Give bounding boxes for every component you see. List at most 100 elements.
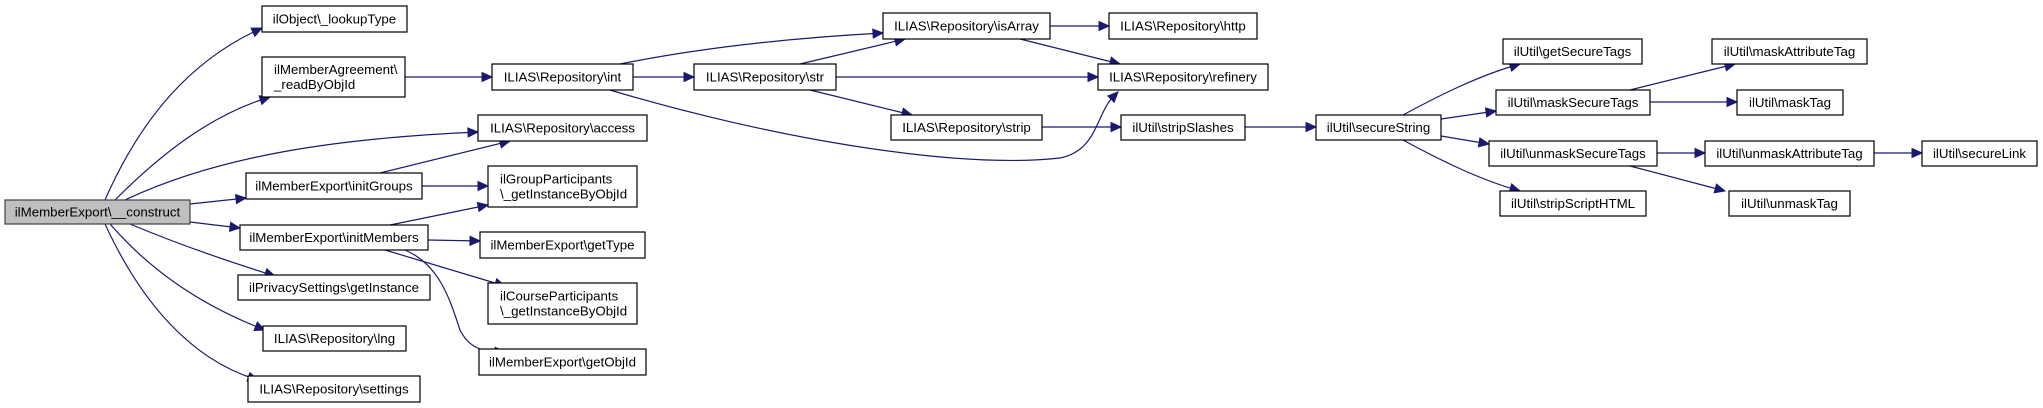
node-box — [1736, 89, 1844, 116]
edge-line — [104, 27, 263, 201]
node-secureLink[interactable]: ilUtil\secureLink — [1921, 140, 2038, 167]
arrowhead-icon — [476, 201, 490, 213]
node-box — [487, 282, 638, 325]
node-stripSlashes[interactable]: ilUtil\stripSlashes — [1120, 114, 1246, 141]
edge-str-to-strip — [809, 89, 914, 118]
node-coursePart[interactable]: ilCourseParticipants\_getInstanceByObjId — [487, 282, 638, 325]
node-box — [1499, 190, 1647, 217]
node-label: ILIAS\Repository\refinery — [1109, 70, 1257, 85]
node-refinery[interactable]: ILIAS\Repository\refinery — [1097, 63, 1269, 91]
node-lookupType[interactable]: ilObject\_lookupType — [261, 5, 408, 33]
node-strip[interactable]: ILIAS\Repository\strip — [890, 114, 1043, 141]
node-label: ilUtil\unmaskSecureTags — [1500, 146, 1646, 161]
node-root[interactable]: ilMemberExport\__construct — [4, 199, 191, 225]
node-int[interactable]: ILIAS\Repository\int — [491, 63, 634, 91]
arrowhead-icon — [467, 127, 480, 138]
node-box — [1120, 114, 1246, 141]
arrowhead-icon — [1484, 107, 1498, 118]
arrowhead-icon — [469, 235, 482, 247]
node-label: ILIAS\Repository\isArray — [894, 19, 1039, 34]
edge-initMembers-to-groupPart — [389, 201, 490, 226]
node-access[interactable]: ILIAS\Repository\access — [477, 114, 648, 142]
node-str[interactable]: ILIAS\Repository\str — [693, 63, 837, 91]
edge-root-to-lng — [109, 223, 267, 332]
node-isArray[interactable]: ILIAS\Repository\isArray — [882, 12, 1051, 40]
edge-line — [104, 223, 259, 381]
node-label: ilUtil\maskAttributeTag — [1724, 44, 1856, 59]
edge-readByObjId-to-int — [405, 71, 494, 83]
node-stripScriptHTML[interactable]: ilUtil\stripScriptHTML — [1499, 190, 1647, 217]
edge-line — [809, 89, 913, 116]
edge-line — [799, 38, 906, 65]
edge-maskSecureTags-to-maskTag — [1650, 96, 1739, 108]
node-label: ILIAS\Repository\access — [490, 121, 635, 136]
node-label: ILIAS\Repository\settings — [259, 382, 409, 397]
node-http[interactable]: ILIAS\Repository\http — [1108, 12, 1258, 40]
edge-str-to-refinery — [836, 71, 1100, 83]
edge-line — [1402, 63, 1521, 116]
edge-line — [619, 32, 884, 65]
node-unmaskTag[interactable]: ilUtil\unmaskTag — [1728, 190, 1851, 217]
node-getObjId[interactable]: ilMemberExport\getObjId — [478, 348, 647, 376]
node-label: ilMemberExport\initGroups — [255, 179, 413, 194]
edge-initMembers-to-getType — [427, 235, 482, 247]
node-label: ilMemberExport\getObjId — [489, 355, 636, 370]
arrowhead-icon — [1110, 121, 1123, 133]
edge-line — [1629, 165, 1726, 192]
node-label: ILIAS\Repository\http — [1120, 19, 1246, 34]
node-label: ilMemberAgreement\ — [274, 62, 398, 77]
node-label: ilPrivacySettings\getInstance — [249, 280, 419, 295]
edge-maskSecureTags-to-maskAttributeTag — [1629, 61, 1737, 91]
node-maskAttributeTag[interactable]: ilUtil\maskAttributeTag — [1711, 38, 1868, 65]
nodes-layer: ilMemberExport\__construct ilObject\_look… — [4, 5, 2038, 403]
arrowhead-icon — [253, 321, 267, 332]
edge-root-to-lookupType — [104, 27, 264, 201]
arrowhead-icon — [872, 28, 885, 39]
edge-line — [129, 223, 276, 277]
node-secureString[interactable]: ilUtil\secureString — [1315, 114, 1442, 141]
edge-line — [1402, 139, 1521, 192]
node-unmaskAttributeTag[interactable]: ilUtil\unmaskAttributeTag — [1704, 140, 1875, 167]
edge-root-to-initGroups — [189, 193, 248, 205]
edge-unmaskSecureTags-to-unmaskTag — [1629, 165, 1727, 194]
node-getType[interactable]: ilMemberExport\getType — [479, 231, 646, 259]
edge-root-to-initMembers — [189, 221, 242, 232]
node-box — [239, 224, 429, 251]
arrowhead-icon — [1305, 121, 1318, 133]
node-label: ilUtil\getSecureTags — [1514, 44, 1632, 59]
edge-secureString-to-maskSecureTags — [1440, 107, 1498, 120]
arrowhead-icon — [477, 180, 490, 192]
node-privacy[interactable]: ilPrivacySettings\getInstance — [237, 274, 431, 301]
arrowhead-icon — [1098, 20, 1111, 32]
node-box — [4, 199, 191, 225]
node-maskSecureTags[interactable]: ilUtil\maskSecureTags — [1495, 89, 1651, 116]
node-box — [1704, 140, 1875, 167]
node-box — [487, 165, 638, 208]
node-box — [1711, 38, 1868, 65]
edge-line — [124, 131, 479, 201]
node-label: ILIAS\Repository\str — [706, 70, 825, 85]
node-maskTag[interactable]: ilUtil\maskTag — [1736, 89, 1844, 116]
node-getSecureTags[interactable]: ilUtil\getSecureTags — [1502, 38, 1643, 65]
node-label: ILIAS\Repository\int — [504, 70, 622, 85]
node-groupPart[interactable]: ilGroupParticipants\_getInstanceByObjId — [487, 165, 638, 208]
node-box — [245, 172, 423, 200]
node-label: ilMemberExport\getType — [490, 238, 634, 253]
arrowhead-icon — [481, 71, 494, 83]
node-lng[interactable]: ILIAS\Repository\lng — [262, 325, 407, 352]
edge-root-to-settings — [104, 223, 260, 382]
node-settings[interactable]: ILIAS\Repository\settings — [247, 375, 421, 403]
node-label: ilUtil\maskSecureTags — [1508, 95, 1639, 110]
arrowhead-icon — [1911, 147, 1924, 159]
arrowhead-icon — [1087, 71, 1100, 83]
node-box — [882, 12, 1051, 40]
node-initGroups[interactable]: ilMemberExport\initGroups — [245, 172, 423, 200]
node-readByObjId[interactable]: ilMemberAgreement\_readByObjId — [261, 56, 406, 98]
node-label: ilUtil\maskTag — [1749, 95, 1831, 110]
node-box — [890, 114, 1043, 141]
node-initMembers[interactable]: ilMemberExport\initMembers — [239, 224, 429, 251]
edge-line — [384, 249, 506, 287]
node-unmaskSecureTags[interactable]: ilUtil\unmaskSecureTags — [1488, 140, 1658, 167]
node-label: ilCourseParticipants — [500, 289, 619, 304]
arrowhead-icon — [1106, 91, 1119, 104]
